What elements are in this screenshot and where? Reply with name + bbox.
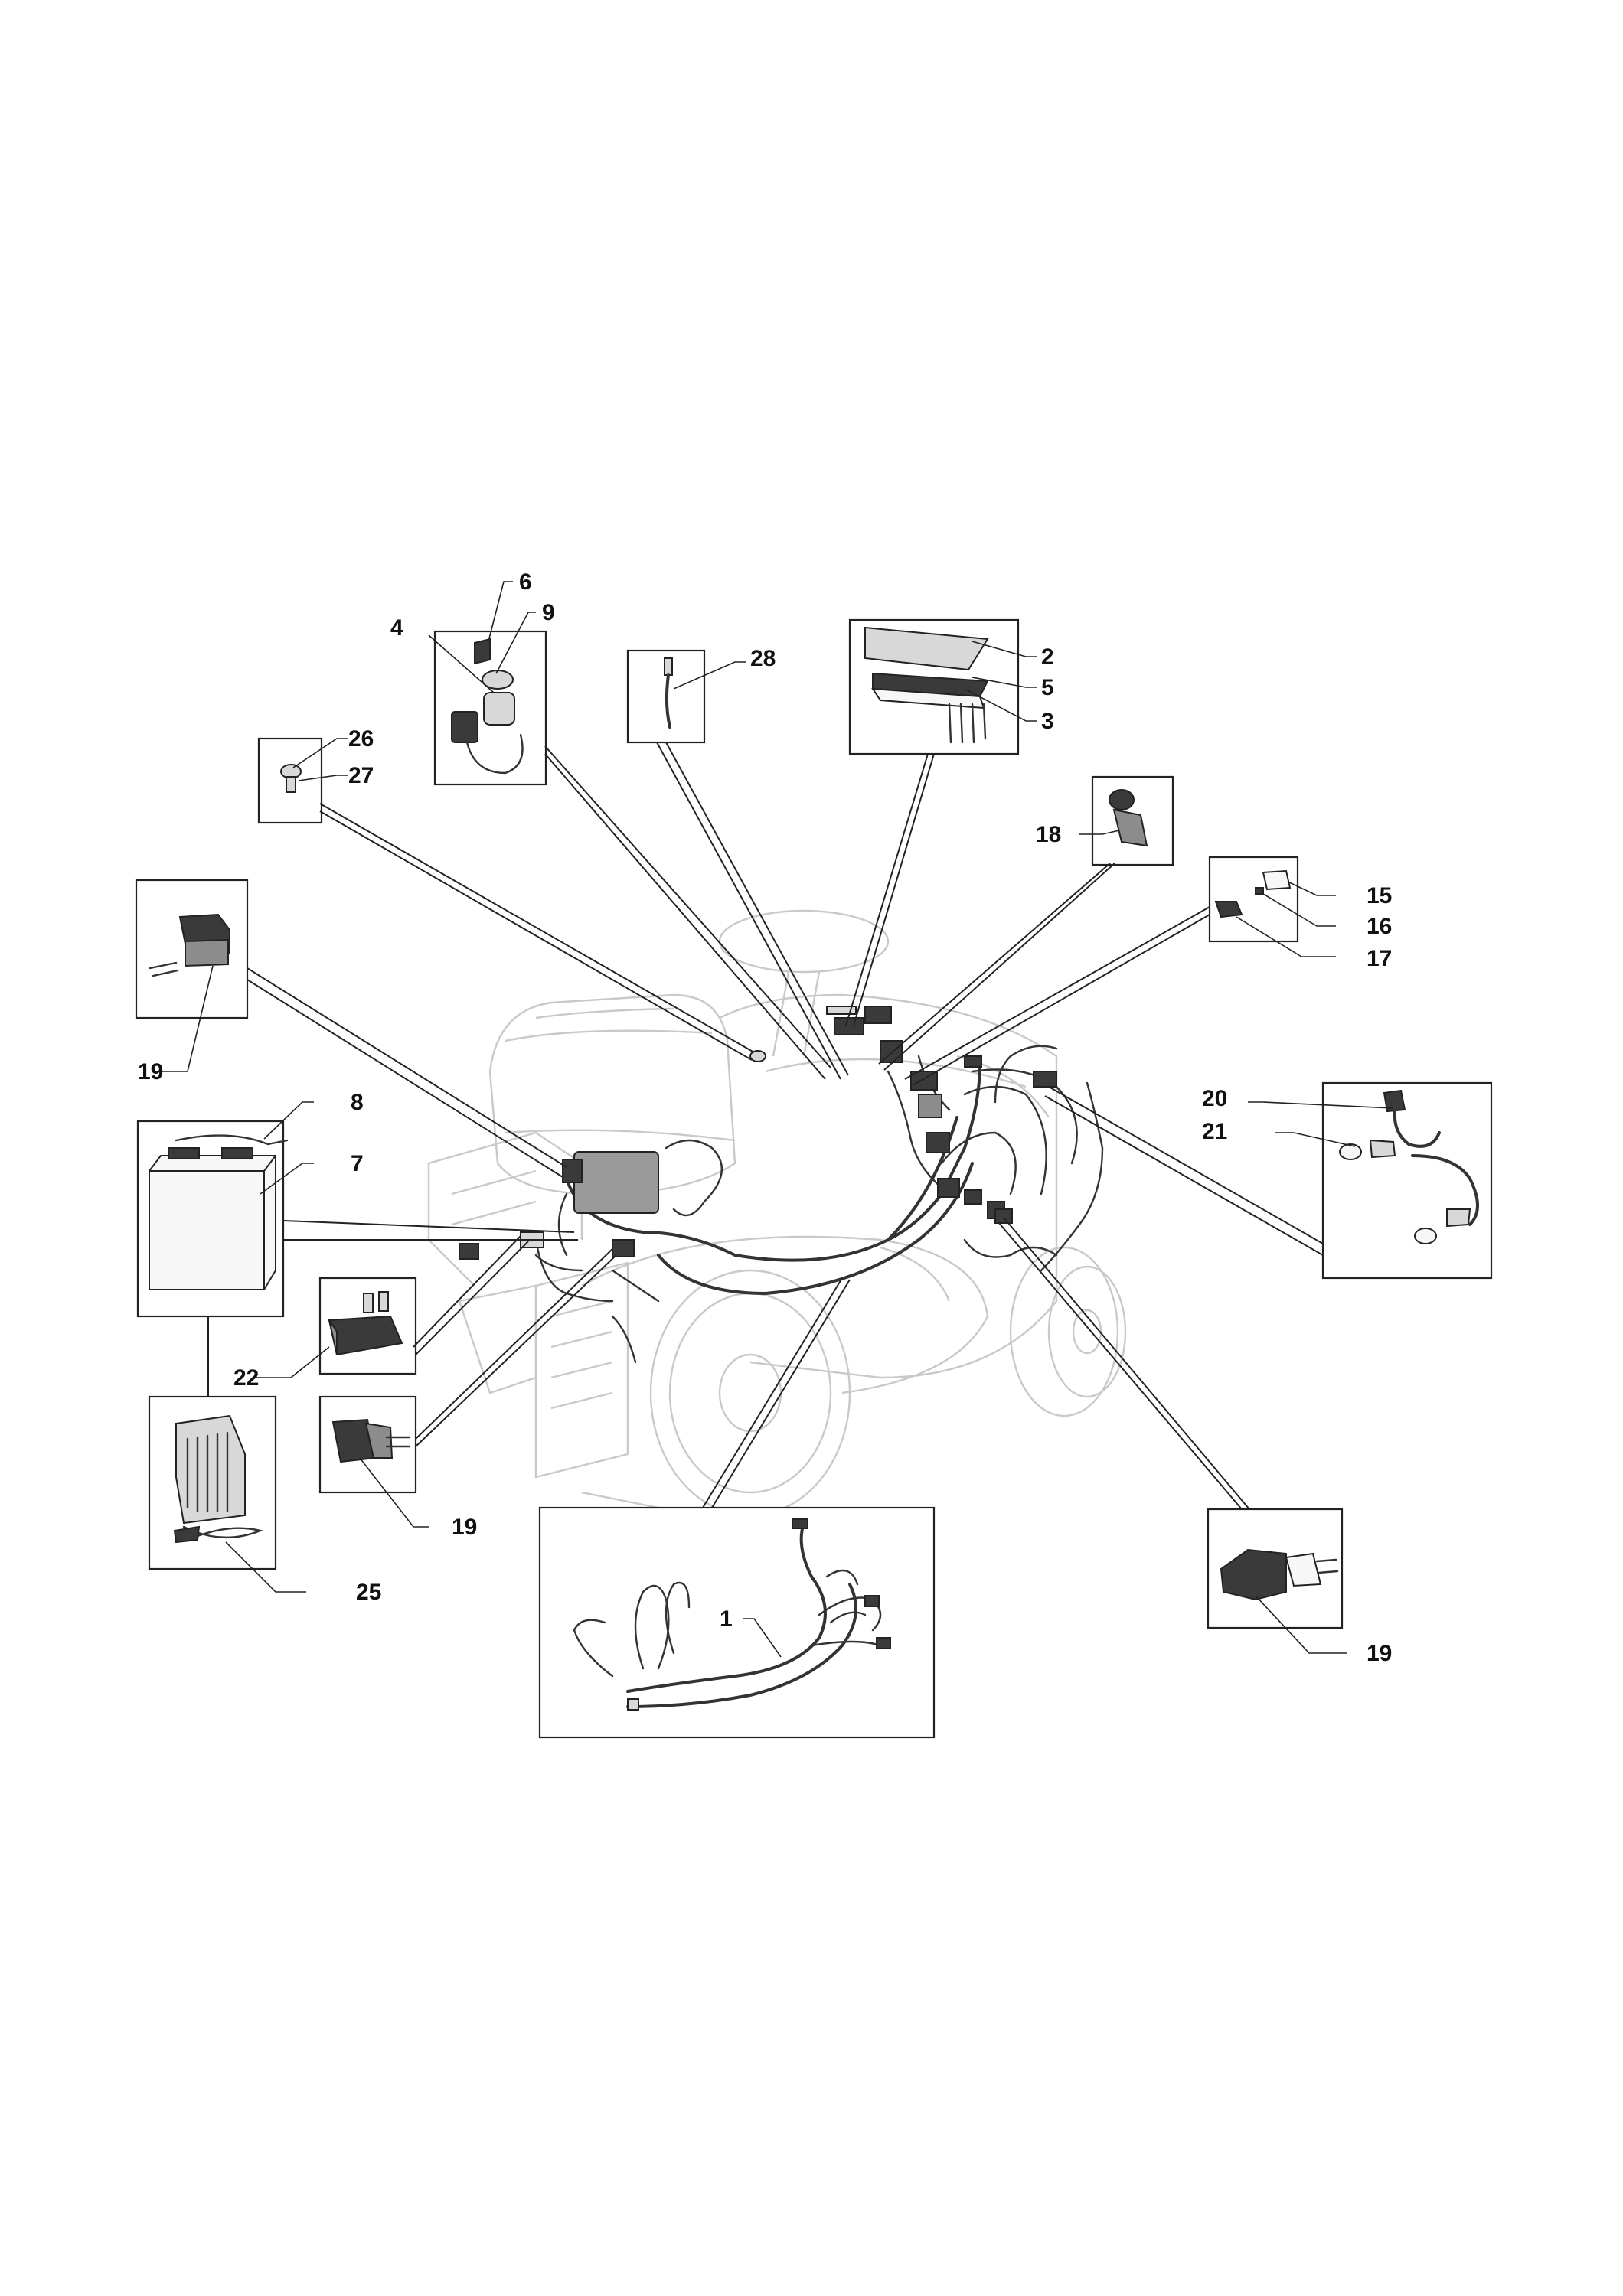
harness-components (459, 1006, 1057, 1260)
callout-26: 26 (348, 726, 374, 752)
box-battery-charger (148, 1395, 306, 1593)
callout-4: 4 (390, 615, 403, 641)
callout-20: 20 (1202, 1086, 1227, 1111)
callout-18: 18 (1036, 822, 1061, 847)
callout-17: 17 (1367, 946, 1392, 971)
leader-lines (247, 742, 1324, 1510)
callout-9: 9 (542, 600, 555, 625)
callout-19-right: 19 (1367, 1641, 1392, 1666)
box-reverse-switch (1207, 1508, 1347, 1654)
box-headlight-harness (1248, 1081, 1493, 1280)
box-seat-switch-top (135, 879, 249, 1072)
box-screw (257, 737, 348, 824)
callout-28: 28 (750, 646, 776, 671)
callout-2: 2 (1041, 644, 1054, 670)
callout-1: 1 (720, 1606, 733, 1632)
callout-25: 25 (356, 1580, 381, 1605)
box-brake-switch (256, 1277, 417, 1378)
box-relay (1208, 856, 1336, 957)
callout-19-top: 19 (138, 1059, 163, 1084)
callout-22: 22 (233, 1365, 259, 1391)
tractor-outline (427, 909, 1127, 1525)
callout-21: 21 (1202, 1119, 1227, 1144)
box-main-harness (538, 1506, 936, 1739)
callout-19-middle: 19 (452, 1515, 477, 1540)
main-harness (534, 1045, 1104, 1364)
callout-15: 15 (1367, 883, 1392, 908)
callout-3: 3 (1041, 709, 1054, 734)
box-pto-switch (1079, 775, 1174, 866)
callout-7: 7 (351, 1151, 364, 1176)
key-icon (474, 638, 491, 665)
callout-6: 6 (519, 569, 532, 595)
box-ignition-switch (428, 581, 547, 786)
callout-16: 16 (1367, 914, 1392, 939)
callout-8: 8 (351, 1090, 364, 1115)
callout-labels: 6 9 4 28 2 5 3 26 27 18 15 16 17 19 8 7 … (138, 569, 1392, 1666)
box-fuse-holder (848, 618, 1037, 755)
box-battery (136, 1101, 314, 1318)
callout-27: 27 (348, 763, 374, 788)
callout-5: 5 (1041, 675, 1054, 700)
box-seat-switch-middle (318, 1395, 429, 1528)
box-sensor-cable (626, 649, 746, 744)
